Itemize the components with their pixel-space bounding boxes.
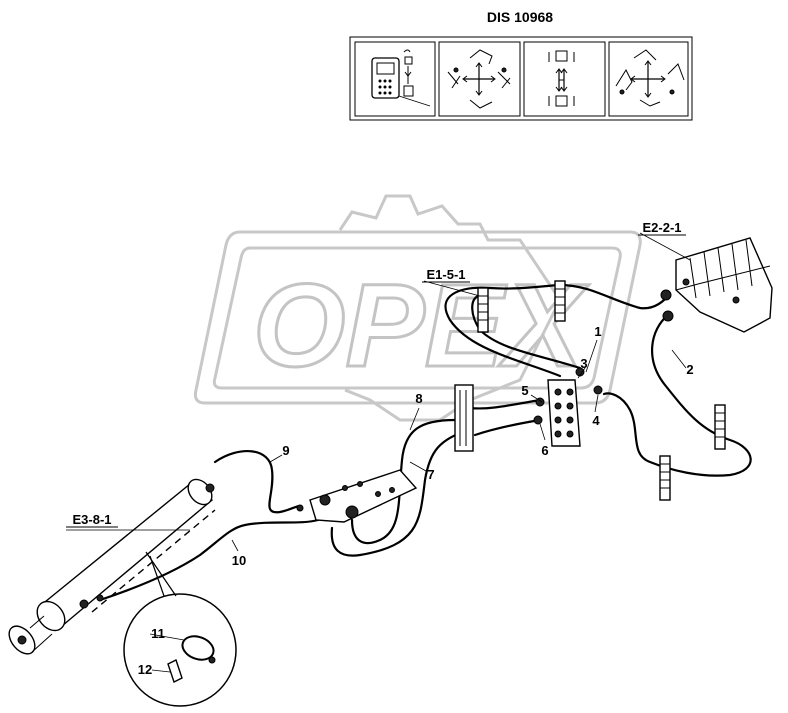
manifold-block bbox=[533, 367, 603, 447]
callout-5: 5 bbox=[521, 383, 528, 398]
control-unit-icon bbox=[371, 49, 431, 107]
callout-1: 1 bbox=[594, 324, 601, 339]
ref-pilot-label: E1-5-1 bbox=[426, 267, 465, 282]
leader-lines bbox=[66, 232, 691, 552]
callout-2: 2 bbox=[686, 362, 693, 377]
callout-11: 11 bbox=[151, 626, 165, 641]
distribution-plate bbox=[296, 469, 418, 523]
callout-6: 6 bbox=[541, 443, 548, 458]
arm-movement-icon bbox=[615, 49, 685, 107]
ref-valve-label: E2-2-1 bbox=[642, 220, 681, 235]
detail-bubble bbox=[123, 551, 237, 707]
callouts: 1 2 3 4 5 6 7 8 9 10 11 12 bbox=[138, 324, 694, 677]
callout-12: 12 bbox=[138, 662, 152, 677]
hydraulic-cylinder-e3-8-1 bbox=[8, 478, 215, 655]
callout-7: 7 bbox=[427, 467, 434, 482]
boom-movement-icon bbox=[447, 49, 511, 109]
swing-arrows-icon bbox=[548, 50, 575, 107]
callout-3: 3 bbox=[580, 356, 587, 371]
icon-strip bbox=[349, 36, 693, 121]
callout-8: 8 bbox=[415, 391, 422, 406]
valve-block-e2-2-1 bbox=[660, 237, 773, 333]
pilot-clamps bbox=[454, 280, 726, 501]
opex-watermark: OPEX bbox=[193, 194, 642, 422]
callout-10: 10 bbox=[232, 553, 246, 568]
reference-labels: E2-2-1 E1-5-1 E3-8-1 bbox=[66, 220, 686, 528]
ref-cylinder-label: E3-8-1 bbox=[72, 512, 111, 527]
callout-4: 4 bbox=[592, 413, 600, 428]
diagram-title: DIS 10968 bbox=[487, 9, 553, 25]
callout-9: 9 bbox=[282, 443, 289, 458]
watermark-text: OPEX bbox=[253, 260, 589, 392]
